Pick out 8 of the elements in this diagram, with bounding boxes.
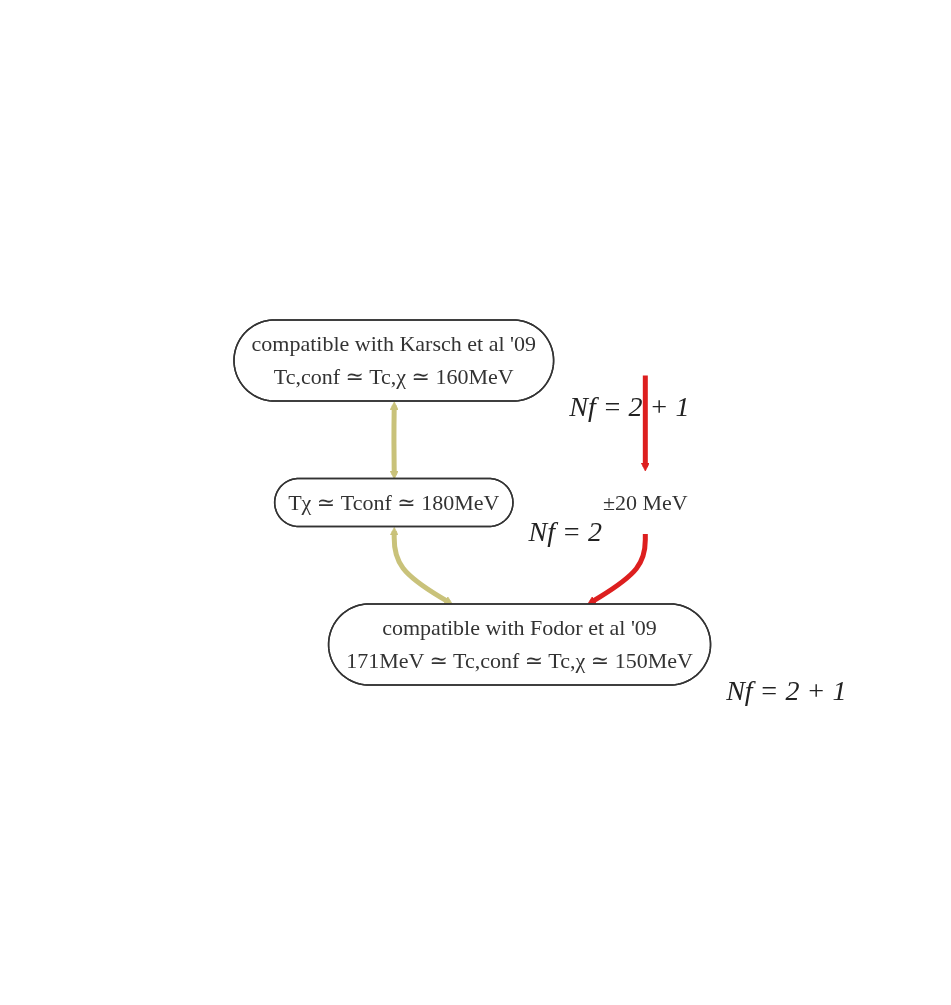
node-text: ±20 MeV — [602, 489, 688, 515]
arrow — [389, 527, 453, 605]
arrow — [640, 375, 650, 472]
flavor-count-label: Nf = 2 — [528, 516, 602, 549]
flavor-count-label: Nf = 2 + 1 — [726, 675, 847, 707]
arrow — [586, 534, 648, 605]
arrow — [389, 401, 399, 480]
flavor-count-label: Nf = 2 + 1 — [569, 391, 690, 423]
